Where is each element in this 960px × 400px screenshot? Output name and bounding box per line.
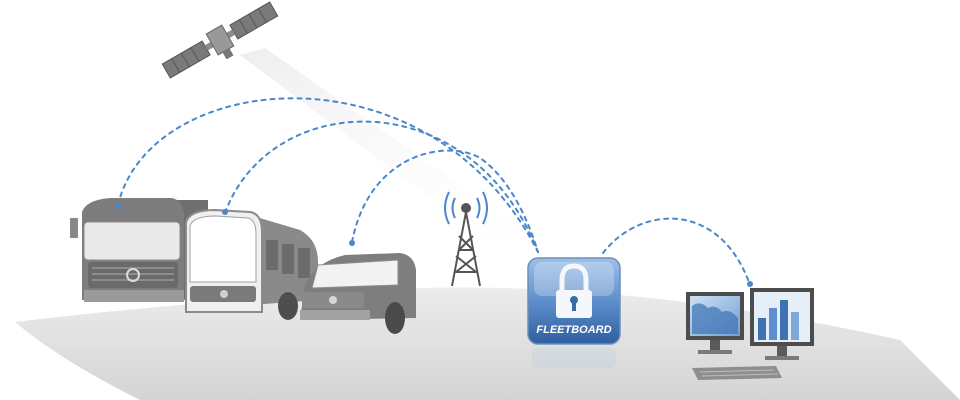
radio-tower-icon: [444, 191, 488, 287]
satellite-icon: [161, 1, 279, 79]
lock-icon: [556, 263, 592, 318]
ground-platform: [15, 287, 960, 400]
van-icon: [300, 240, 416, 334]
link-arcs: [117, 97, 751, 286]
secure-server-lock: FLEETBOARD: [527, 257, 621, 368]
link-server-workstation: [602, 217, 751, 286]
link-truck-server: [117, 97, 539, 253]
fleetboard-logo: FLEETBOARD: [536, 324, 611, 336]
computer-monitors-icon: [686, 281, 814, 380]
link-van-server: [351, 149, 539, 253]
bus-icon: [185, 208, 318, 320]
